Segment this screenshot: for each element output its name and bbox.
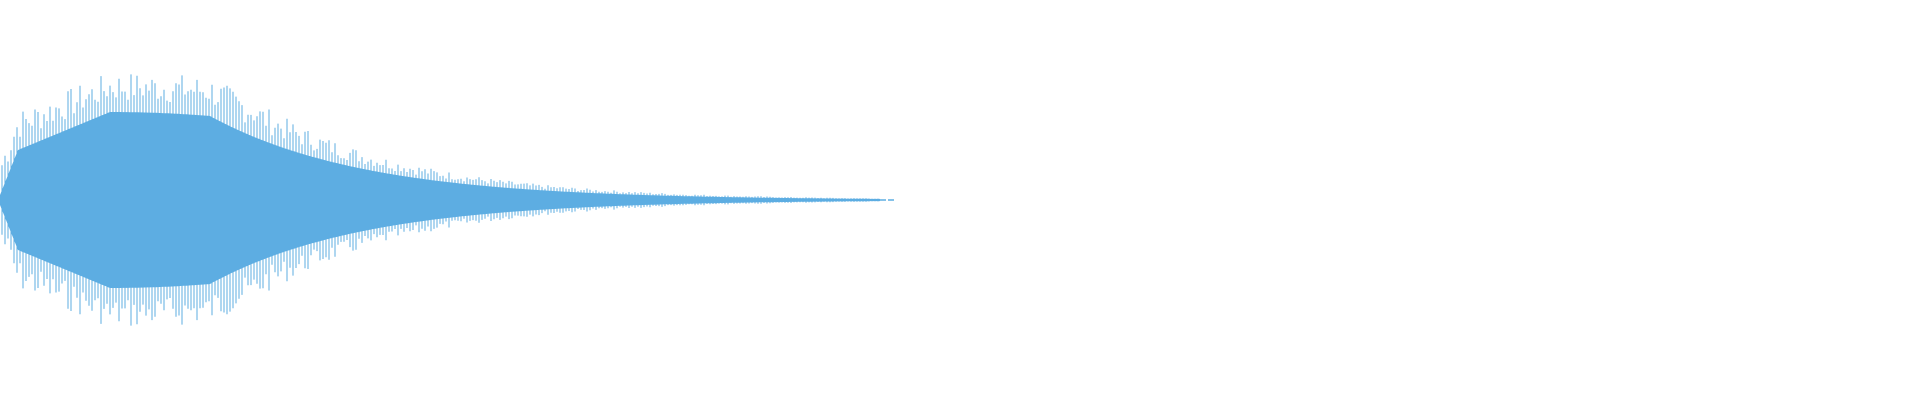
waveform-display[interactable] — [0, 0, 1920, 400]
audio-waveform-panel[interactable] — [0, 0, 1920, 400]
